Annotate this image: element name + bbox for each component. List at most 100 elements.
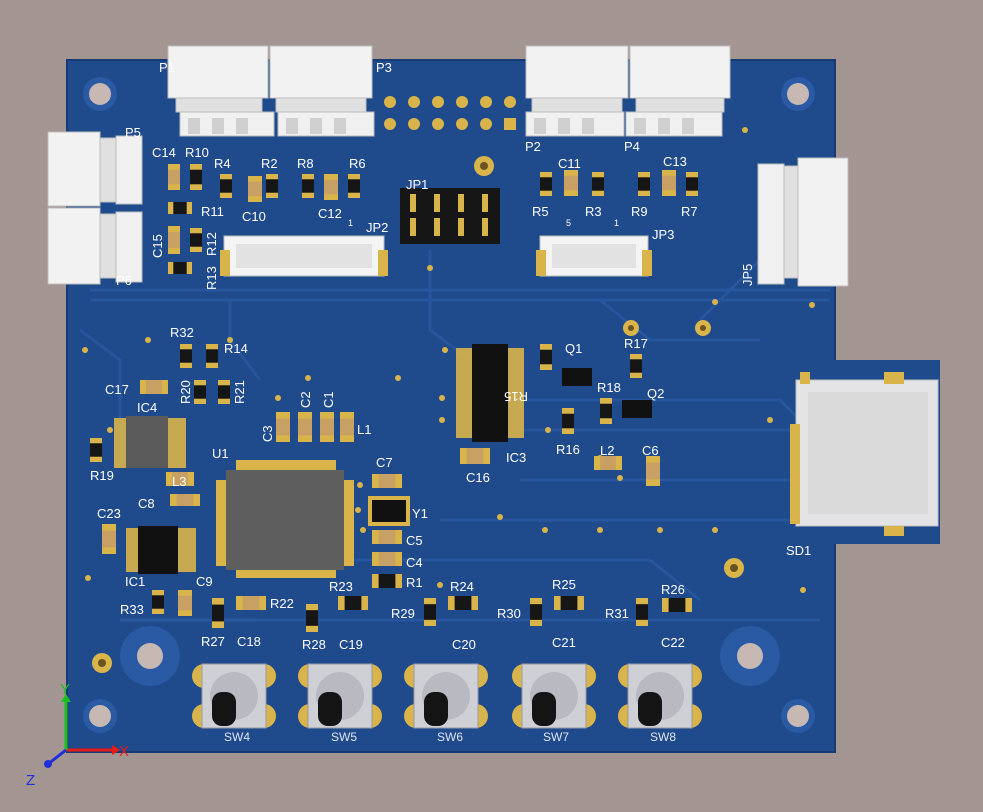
label-c8: C8 [138, 496, 155, 511]
label-jp2: JP2 [366, 220, 388, 235]
label-p5: P5 [125, 125, 141, 140]
cap-l1 [340, 412, 354, 442]
res-r12 [190, 228, 202, 252]
label-r16: R16 [556, 442, 580, 457]
connector-jp3 [536, 235, 652, 277]
cap-c16 [460, 448, 490, 464]
x-axis-label: X [119, 743, 129, 760]
label-sw5: SW5 [331, 730, 357, 744]
cap-l2 [594, 456, 622, 470]
label-jp3-pin1: 1 [614, 218, 619, 228]
cap-c6 [646, 456, 660, 486]
label-sw8: SW8 [650, 730, 676, 744]
cap-c3 [276, 412, 290, 442]
cap-c12 [324, 174, 338, 200]
res-r24 [448, 596, 478, 610]
header-jp1 [400, 188, 500, 244]
cap-c9 [178, 590, 192, 616]
label-ic1: IC1 [125, 574, 145, 589]
cap-c15 [168, 226, 180, 254]
label-q1: Q1 [565, 341, 582, 356]
label-r1: R1 [406, 575, 423, 590]
cap-c18 [236, 596, 266, 610]
label-r26: R26 [661, 582, 685, 597]
label-r29: R29 [391, 606, 415, 621]
cap-c7 [372, 474, 402, 488]
cap-c23 [102, 524, 116, 554]
cap-c8 [170, 494, 200, 506]
cap-c13 [662, 170, 676, 196]
label-r2: R2 [261, 156, 278, 171]
label-r9: R9 [631, 204, 648, 219]
res-r18 [600, 398, 612, 424]
connector-p2 [525, 45, 629, 137]
label-r22: R22 [270, 596, 294, 611]
label-y1: Y1 [412, 506, 428, 521]
label-jp1: JP1 [406, 177, 428, 192]
label-sw4: SW4 [224, 730, 250, 744]
cap-c10 [248, 176, 262, 202]
connector-jp2 [220, 235, 388, 277]
res-r30 [530, 598, 542, 626]
label-r25: R25 [552, 577, 576, 592]
label-r7: R7 [681, 204, 698, 219]
label-sw6: SW6 [437, 730, 463, 744]
label-r31: R31 [605, 606, 629, 621]
label-c1: C1 [321, 391, 336, 408]
label-jp2-pin1: 1 [348, 218, 353, 228]
cap-c1 [320, 412, 334, 442]
res-r6 [348, 174, 360, 198]
passive-components [90, 164, 698, 632]
res-r10 [190, 164, 202, 190]
label-c7: C7 [376, 455, 393, 470]
crystal-y1 [368, 496, 410, 526]
transistor-q1 [562, 368, 592, 386]
label-c19: C19 [339, 637, 363, 652]
pcb-board [67, 60, 835, 752]
res-r27 [212, 598, 224, 628]
res-r8 [302, 174, 314, 198]
connector-p3 [269, 45, 375, 137]
res-r21 [218, 380, 230, 404]
label-r24: R24 [450, 579, 474, 594]
label-r13: R13 [204, 266, 219, 290]
label-q2: Q2 [647, 386, 664, 401]
label-r20: R20 [178, 380, 193, 404]
label-p2: P2 [525, 139, 541, 154]
res-r16 [562, 408, 574, 434]
label-l1: L1 [357, 422, 371, 437]
res-r29 [424, 598, 436, 626]
res-r2 [266, 174, 278, 198]
res-r13 [168, 262, 192, 274]
cap-c2 [298, 412, 312, 442]
label-r28: R28 [302, 637, 326, 652]
label-ic3: IC3 [506, 450, 526, 465]
connector-p5 [47, 131, 143, 207]
transistor-q2 [622, 400, 652, 418]
label-c12: C12 [318, 206, 342, 221]
label-r15: R15 [504, 389, 528, 404]
chip-ic4 [114, 416, 186, 468]
res-r14 [206, 344, 218, 368]
label-c17: C17 [105, 382, 129, 397]
label-l2: L2 [600, 443, 614, 458]
label-sd1: SD1 [786, 543, 811, 558]
label-c13: C13 [663, 154, 687, 169]
label-l3: L3 [172, 474, 186, 489]
label-r27: R27 [201, 634, 225, 649]
large-gold-vias [92, 156, 744, 673]
label-u1: U1 [212, 446, 229, 461]
pin-header-pads [384, 96, 516, 130]
label-jp3: JP3 [652, 227, 674, 242]
label-r12: R12 [204, 232, 219, 256]
res-r25 [554, 596, 584, 610]
cap-c4 [372, 552, 402, 566]
label-c3: C3 [260, 425, 275, 442]
label-r5: R5 [532, 204, 549, 219]
switches [192, 663, 702, 729]
label-c14: C14 [152, 145, 176, 160]
label-r6: R6 [349, 156, 366, 171]
switch-sw7 [512, 663, 596, 729]
switch-sw6 [404, 663, 488, 729]
connector-p6 [47, 207, 143, 285]
